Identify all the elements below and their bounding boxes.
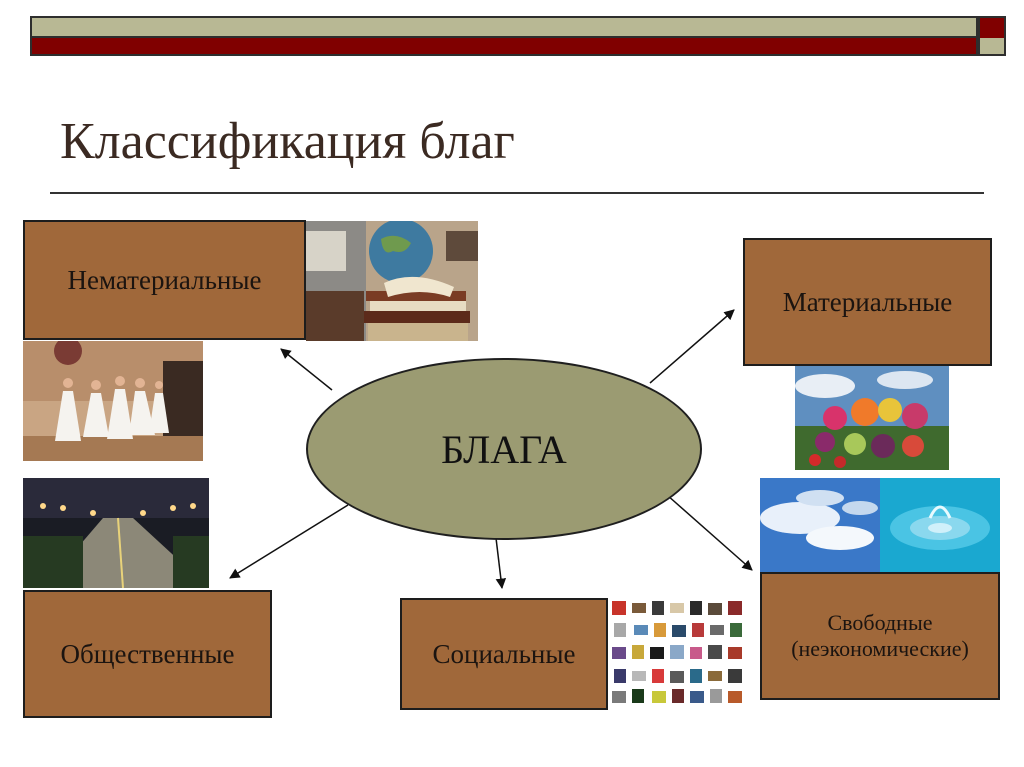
intangible-box: Нематериальные	[23, 220, 306, 340]
public-label: Общественные	[60, 638, 235, 669]
social-label: Социальные	[432, 638, 576, 669]
goods-collage-picture	[608, 597, 750, 707]
free-box: Свободные (неэкономические)	[760, 572, 1000, 700]
arrow-to-public	[229, 504, 349, 579]
slide-title: Классификация благ	[60, 113, 515, 170]
public-box: Общественные	[23, 590, 272, 718]
free-label-line1: Свободные	[827, 609, 933, 635]
header-olive-bar	[30, 16, 978, 38]
header-red-square	[978, 16, 1006, 40]
ballet-dancers-picture	[23, 341, 203, 461]
books-globe-picture	[306, 221, 478, 341]
material-label: Материальные	[782, 286, 953, 317]
center-goods-ellipse: БЛАГА	[306, 358, 702, 540]
header-olive-square	[978, 38, 1006, 56]
material-box: Материальные	[743, 238, 992, 366]
center-label: БЛАГА	[441, 426, 567, 472]
water-splash-picture	[880, 478, 1000, 572]
title-divider	[50, 192, 984, 194]
free-label-line2: (неэкономические)	[791, 636, 969, 661]
header-red-bar	[30, 38, 978, 56]
arrow-to-free	[666, 494, 753, 571]
arrow-to-intangible	[280, 348, 333, 391]
intangible-label: Нематериальные	[67, 264, 262, 295]
arrow-to-material	[649, 309, 735, 384]
social-box: Социальные	[400, 598, 608, 710]
night-road-picture	[23, 478, 209, 588]
arrow-to-social	[495, 537, 507, 590]
sky-clouds-picture	[760, 478, 880, 572]
fruits-flowers-picture	[795, 366, 949, 470]
